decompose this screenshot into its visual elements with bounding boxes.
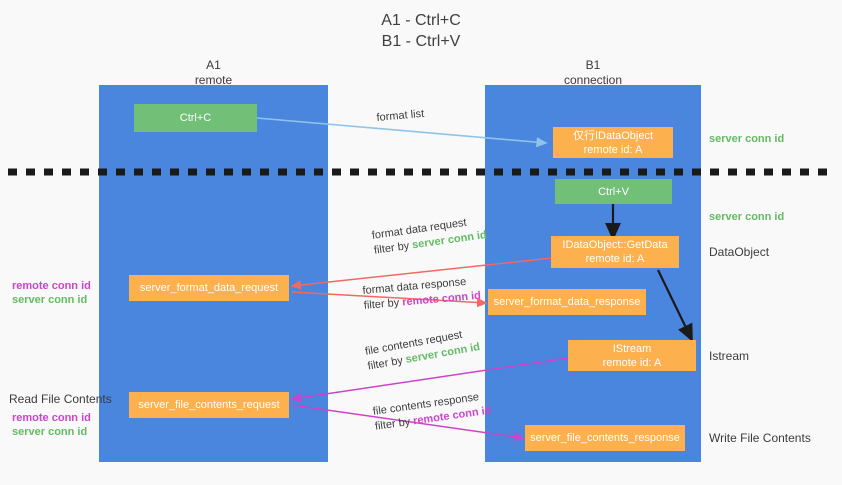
node-server-format-data-response-line1: server_format_data_response bbox=[493, 296, 641, 308]
node-server-format-data-request-line1: server_format_data_request bbox=[139, 282, 279, 294]
left-label-file-remote-conn: remote conn id bbox=[12, 412, 91, 424]
right-label-server-conn-top: server conn id bbox=[709, 133, 785, 145]
left-label-format-remote-conn: remote conn id bbox=[12, 280, 91, 292]
left-label-format-server-conn: server conn id bbox=[12, 294, 88, 306]
lane-a1-subtitle: remote bbox=[194, 73, 233, 87]
lane-b1-title: B1 bbox=[585, 58, 601, 72]
node-server-file-contents-request[interactable]: server_file_contents_request bbox=[129, 392, 289, 418]
lane-header-a1: A1 remote bbox=[99, 58, 328, 88]
node-istream[interactable]: IStream remote id: A bbox=[568, 340, 696, 371]
right-label-server-conn-second: server conn id bbox=[709, 211, 785, 223]
node-server-format-data-response[interactable]: server_format_data_response bbox=[488, 289, 646, 315]
node-istream-line1: IStream bbox=[612, 342, 652, 355]
edge-label-format-list: format list bbox=[376, 107, 425, 126]
node-ctrl-v[interactable]: Ctrl+V bbox=[555, 179, 672, 204]
node-ctrl-c[interactable]: Ctrl+C bbox=[134, 104, 257, 132]
filter-prefix: filter by bbox=[373, 239, 414, 257]
filter-prefix: filter by bbox=[374, 415, 415, 433]
lane-b1-subtitle: connection bbox=[563, 73, 623, 87]
edge-label-file-contents-response: file contents response filter by remote … bbox=[372, 389, 492, 435]
node-idataobject-copy-line2: remote id: A bbox=[583, 143, 643, 156]
edge-label-format-data-response: format data response filter by remote co… bbox=[362, 274, 482, 314]
left-label-read-file-contents: Read File Contents bbox=[9, 392, 112, 406]
lane-header-b1: B1 connection bbox=[485, 58, 701, 88]
right-label-istream: Istream bbox=[709, 349, 750, 363]
edge-label-file-contents-request: file contents request filter by server c… bbox=[364, 325, 481, 374]
node-server-format-data-request[interactable]: server_format_data_request bbox=[129, 275, 289, 301]
node-ctrl-v-line1: Ctrl+V bbox=[598, 185, 629, 198]
node-server-file-contents-request-line1: server_file_contents_request bbox=[138, 399, 280, 411]
node-server-file-contents-response-line1: server_file_contents_response bbox=[530, 432, 680, 444]
edge-label-format-list-text: format list bbox=[376, 107, 425, 124]
node-istream-line2: remote id: A bbox=[602, 356, 662, 369]
node-ctrl-c-line1: Ctrl+C bbox=[179, 112, 212, 124]
node-idataobject-getdata-line2: remote id: A bbox=[585, 253, 645, 265]
node-idataobject-getdata[interactable]: IDataObject::GetData remote id: A bbox=[551, 236, 679, 268]
page-title: A1 - Ctrl+C B1 - Ctrl+V bbox=[0, 10, 842, 52]
lane-a1-title: A1 bbox=[206, 58, 221, 72]
node-server-file-contents-response[interactable]: server_file_contents_response bbox=[525, 425, 685, 451]
right-label-write-file-contents: Write File Contents bbox=[709, 431, 811, 445]
edge-label-format-data-request: format data request filter by server con… bbox=[371, 213, 488, 259]
filter-prefix: filter by bbox=[363, 296, 403, 312]
left-label-file-server-conn: server conn id bbox=[12, 426, 88, 438]
title-line-1: A1 - Ctrl+C bbox=[381, 12, 461, 29]
node-idataobject-copy[interactable]: 仅行IDataObject remote id: A bbox=[553, 127, 673, 158]
title-line-2: B1 - Ctrl+V bbox=[381, 33, 461, 50]
right-label-dataobject: DataObject bbox=[709, 245, 770, 259]
node-idataobject-copy-line1: 仅行IDataObject bbox=[572, 129, 654, 142]
node-idataobject-getdata-line1: IDataObject::GetData bbox=[562, 239, 668, 251]
